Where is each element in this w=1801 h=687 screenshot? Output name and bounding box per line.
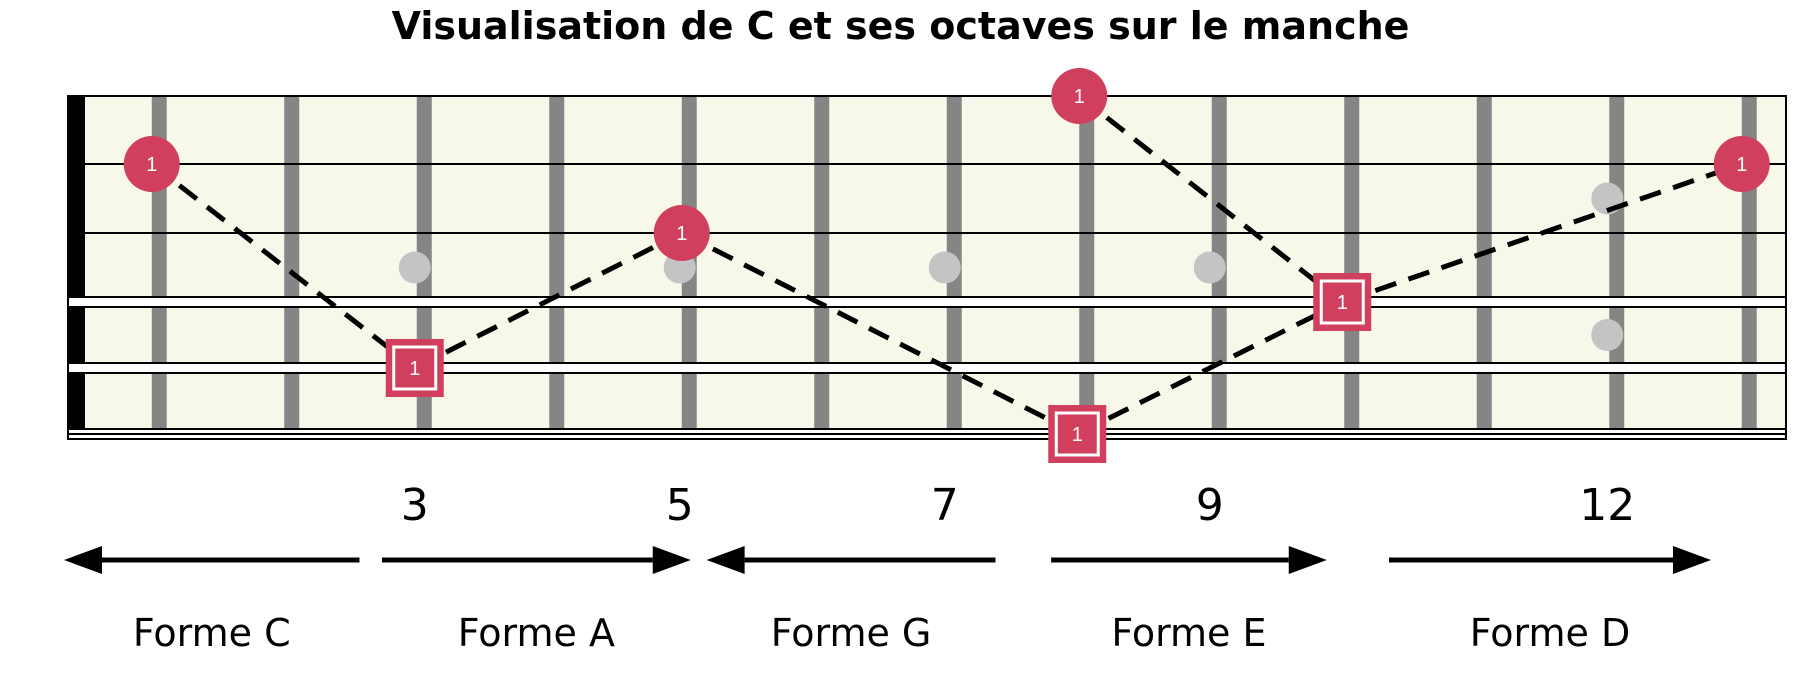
fret-inlay (1193, 251, 1226, 284)
note-label: 1 (1074, 86, 1085, 108)
shape-label: Forme G (771, 611, 932, 655)
fret-wire-12 (1609, 96, 1625, 434)
fret-number: 12 (1579, 480, 1635, 531)
octave-connection-line (413, 230, 683, 371)
shape-arrow (1389, 546, 1711, 574)
octave-connection-line (1077, 94, 1344, 304)
shape-label: Forme D (1470, 611, 1630, 655)
root-note-circle: 1 (1713, 136, 1770, 192)
fret-wire-10 (1344, 96, 1360, 434)
fret-inlay (1591, 319, 1624, 351)
root-note-circle: 1 (653, 205, 710, 261)
fret-wire-2 (284, 96, 300, 434)
fretboard-outline (67, 95, 1787, 435)
fret-wire-11 (1476, 96, 1492, 434)
shape-arrow (64, 546, 360, 574)
fretboard-background (68, 96, 1786, 434)
note-label: 1 (146, 154, 157, 176)
shape-label: Forme C (133, 611, 291, 655)
note-label: 1 (1072, 424, 1083, 446)
octave-connection-line (1341, 161, 1743, 305)
fret-wire-6 (814, 96, 830, 434)
octave-connection-line (680, 230, 1079, 437)
fret-number: 3 (401, 480, 429, 531)
shape-arrow (706, 546, 996, 574)
shape-arrow (382, 546, 691, 574)
fret-number: 5 (666, 480, 694, 531)
note-label: 1 (1337, 292, 1348, 314)
fret-wire-8 (1079, 96, 1095, 434)
fret-number: 9 (1196, 480, 1224, 531)
fret-inlay (398, 251, 431, 284)
root-note-circle: 1 (123, 136, 180, 192)
diagram-title: Visualisation de C et ses octaves sur le… (391, 4, 1410, 48)
fret-inlay (928, 251, 961, 284)
fret-wire-4 (549, 96, 565, 434)
octave-connection-line (1076, 299, 1344, 437)
octave-connection-line (150, 162, 417, 370)
fret-number: 7 (931, 480, 959, 531)
note-label: 1 (1736, 154, 1747, 176)
shape-arrow (1051, 546, 1327, 574)
root-note-square: 1 (1313, 273, 1372, 331)
shape-label: Forme E (1111, 611, 1266, 655)
note-label: 1 (409, 358, 420, 380)
string-5 (67, 362, 1787, 374)
root-note-square: 1 (385, 339, 444, 397)
note-label: 1 (676, 223, 687, 245)
root-note-square: 1 (1048, 405, 1107, 463)
shape-label: Forme A (458, 611, 615, 655)
nut (68, 96, 85, 434)
root-note-circle: 1 (1051, 68, 1108, 124)
